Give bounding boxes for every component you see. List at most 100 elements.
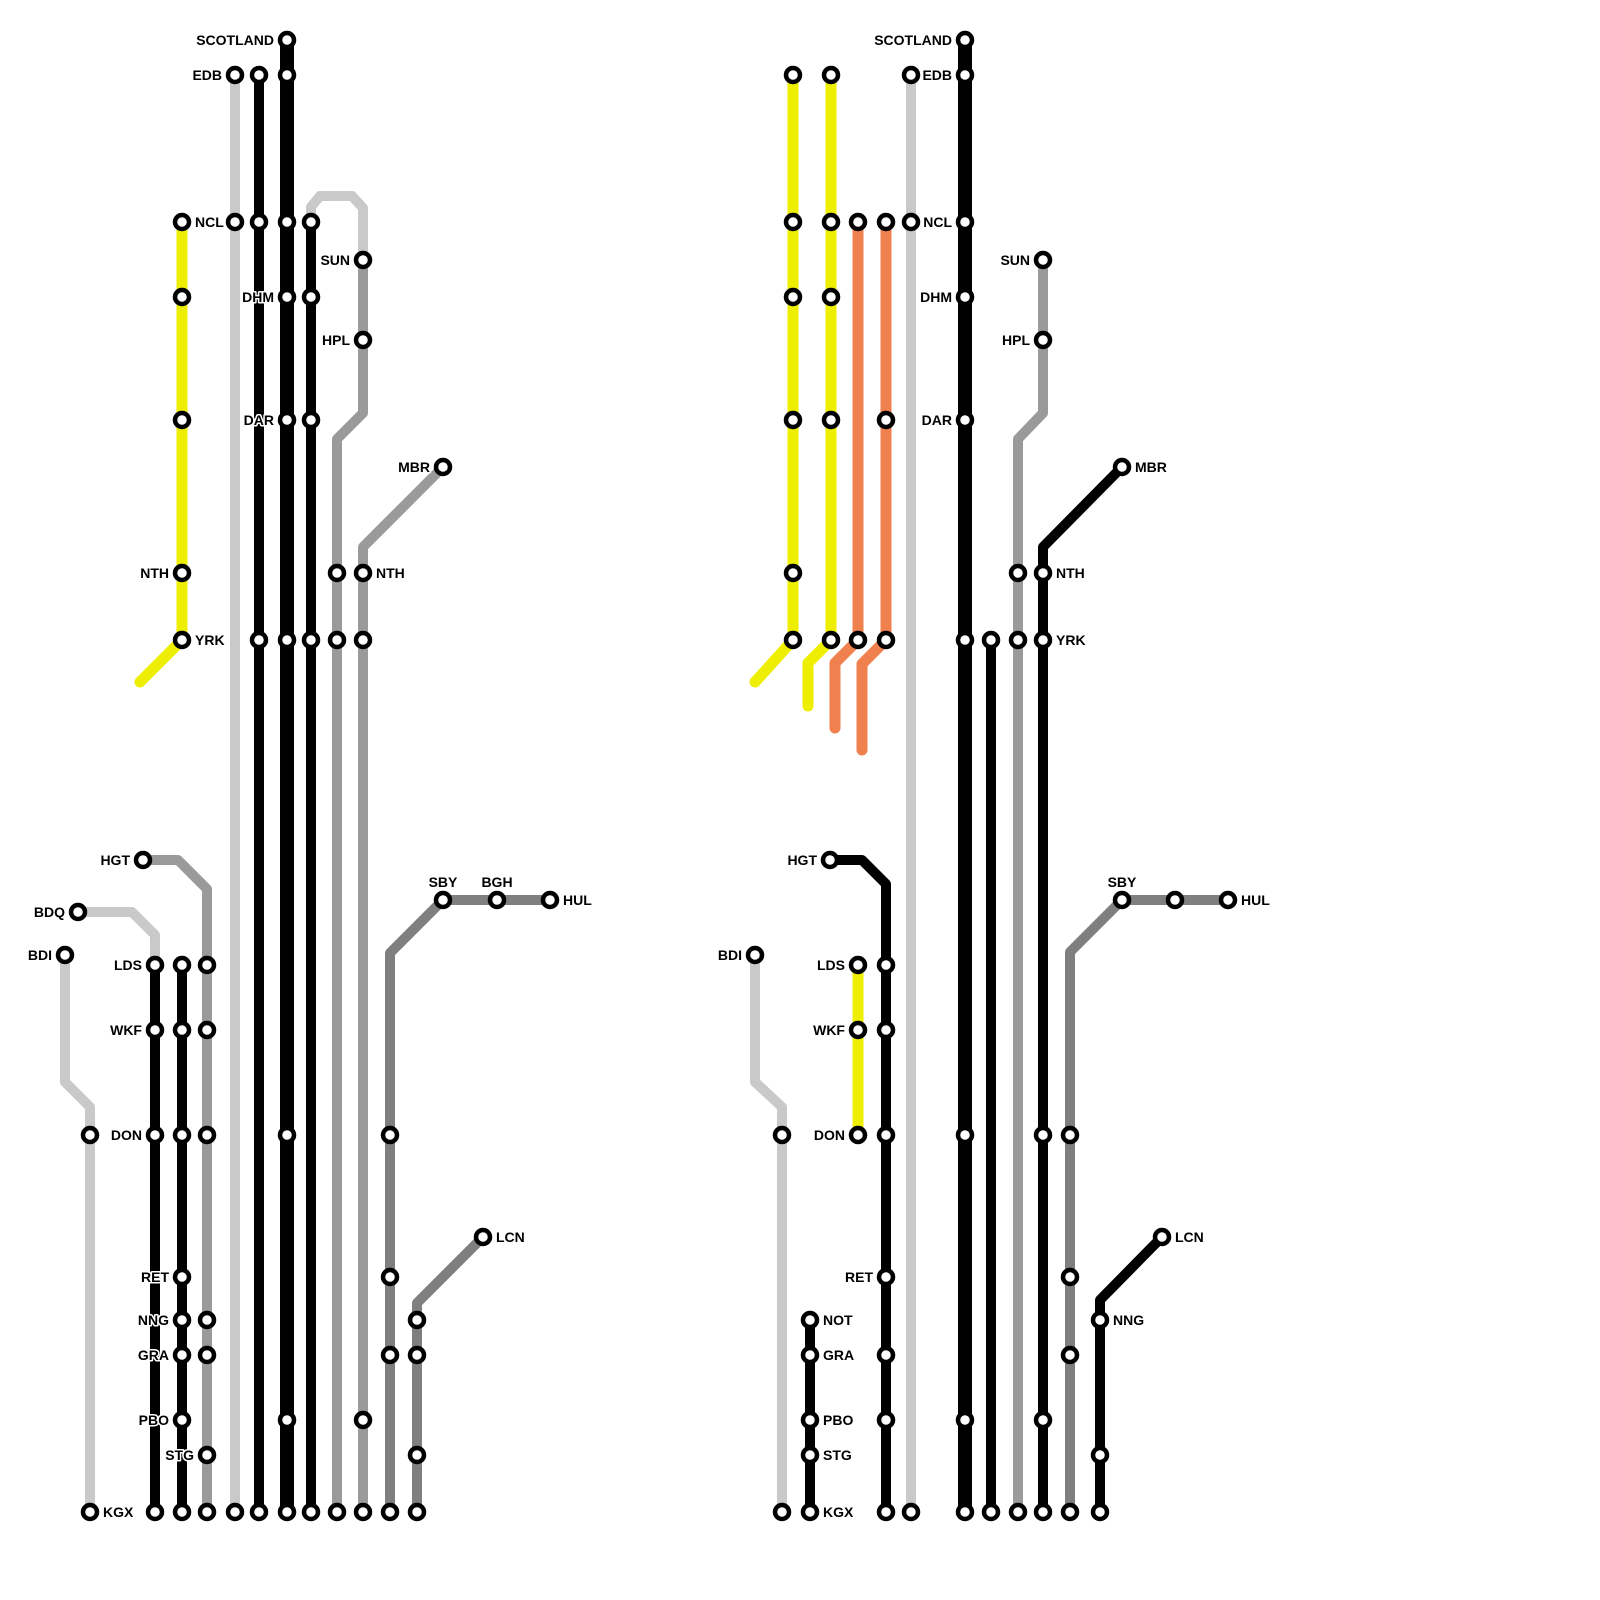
station-label-lds: LDS <box>817 957 845 973</box>
station-label-hgt: HGT <box>100 852 130 868</box>
station-label-bgh: BGH <box>481 874 512 890</box>
station-node <box>1090 1445 1110 1465</box>
station-node <box>172 955 192 975</box>
station-node-lcn <box>473 1227 493 1247</box>
station-node-hgt <box>820 850 840 870</box>
station-node <box>277 1125 297 1145</box>
station-label-sun: SUN <box>1000 252 1030 268</box>
station-label-nth: NTH <box>140 565 169 581</box>
station-node <box>1033 1125 1053 1145</box>
station-node <box>249 65 269 85</box>
station-node <box>1165 890 1185 910</box>
route-line-orange <box>829 216 864 734</box>
station-node-ret <box>876 1267 896 1287</box>
station-node <box>1008 563 1028 583</box>
station-node <box>1008 1502 1028 1522</box>
station-label-gra: GRA <box>138 1347 169 1363</box>
station-label-bdi: BDI <box>28 947 52 963</box>
station-label-mbr: MBR <box>1135 459 1167 475</box>
station-label-nth: NTH <box>376 565 405 581</box>
station-node <box>783 287 803 307</box>
station-node-dar <box>955 410 975 430</box>
station-node <box>848 212 868 232</box>
station-node <box>197 955 217 975</box>
station-label-wkf: WKF <box>110 1022 142 1038</box>
station-label-bdi: BDI <box>718 947 742 963</box>
station-label-ncl: NCL <box>195 214 224 230</box>
station-node <box>1008 630 1028 650</box>
station-node <box>380 1125 400 1145</box>
station-node-dhm <box>277 287 297 307</box>
station-node <box>901 65 921 85</box>
station-node <box>301 630 321 650</box>
station-node-hpl <box>353 330 373 350</box>
station-node-dhm <box>955 287 975 307</box>
station-node <box>197 1125 217 1145</box>
station-node-yrk <box>172 630 192 650</box>
station-label-ret: RET <box>141 1269 169 1285</box>
station-node-don <box>145 1125 165 1145</box>
route-line-yellow <box>802 69 837 712</box>
station-node-mbr <box>433 457 453 477</box>
station-label-gra: GRA <box>823 1347 854 1363</box>
route-line-light_grey <box>306 191 368 265</box>
station-node-wkf <box>848 1020 868 1040</box>
route-line-yellow <box>749 69 799 688</box>
station-node <box>301 1502 321 1522</box>
station-node <box>407 1310 427 1330</box>
station-node-sun <box>1033 250 1053 270</box>
station-node <box>1090 1502 1110 1522</box>
station-node <box>821 212 841 232</box>
station-node <box>80 1125 100 1145</box>
station-node <box>277 630 297 650</box>
station-node <box>981 630 1001 650</box>
station-node <box>876 630 896 650</box>
station-label-mbr: MBR <box>398 459 430 475</box>
route-line-light_grey <box>60 950 95 1517</box>
station-node-stg <box>197 1445 217 1465</box>
station-node <box>955 1410 975 1430</box>
panel-right: SCOTLANDEDBNCLSUNDHMHPLDARMBRNTHYRKHGTSB… <box>716 31 1271 1522</box>
station-label-nng: NNG <box>138 1312 169 1328</box>
station-node-nth <box>353 563 373 583</box>
station-node-nng <box>172 1310 192 1330</box>
station-node <box>1060 1345 1080 1365</box>
station-node <box>783 65 803 85</box>
station-node <box>172 1020 192 1040</box>
station-node <box>301 410 321 430</box>
station-label-nth: NTH <box>1056 565 1085 581</box>
station-label-sun: SUN <box>320 252 350 268</box>
station-node <box>876 1345 896 1365</box>
station-node <box>876 955 896 975</box>
route-line-orange <box>856 216 892 756</box>
station-node <box>955 1125 975 1145</box>
station-node <box>277 1502 297 1522</box>
station-node-kgx <box>800 1502 820 1522</box>
station-node <box>407 1502 427 1522</box>
station-node-sby <box>1112 890 1132 910</box>
station-node <box>876 1020 896 1040</box>
station-label-bdq: BDQ <box>34 904 65 920</box>
station-node-don <box>848 1125 868 1145</box>
station-node <box>353 1410 373 1430</box>
station-node-wkf <box>145 1020 165 1040</box>
route-line-black <box>1038 462 1127 1517</box>
station-label-dhm: DHM <box>920 289 952 305</box>
station-node <box>249 1502 269 1522</box>
station-node-mbr <box>1112 457 1132 477</box>
station-node <box>1033 1410 1053 1430</box>
station-node-lcn <box>1152 1227 1172 1247</box>
station-node <box>955 630 975 650</box>
station-label-scotland: SCOTLAND <box>874 32 952 48</box>
station-node <box>172 410 192 430</box>
station-node <box>772 1502 792 1522</box>
route-line-dark_grey <box>1065 895 1233 1517</box>
station-label-dhm: DHM <box>242 289 274 305</box>
station-node <box>249 212 269 232</box>
station-label-kgx: KGX <box>103 1504 134 1520</box>
station-label-yrk: YRK <box>1056 632 1086 648</box>
station-label-yrk: YRK <box>195 632 225 648</box>
station-node-bdi <box>55 945 75 965</box>
station-node <box>1060 1267 1080 1287</box>
